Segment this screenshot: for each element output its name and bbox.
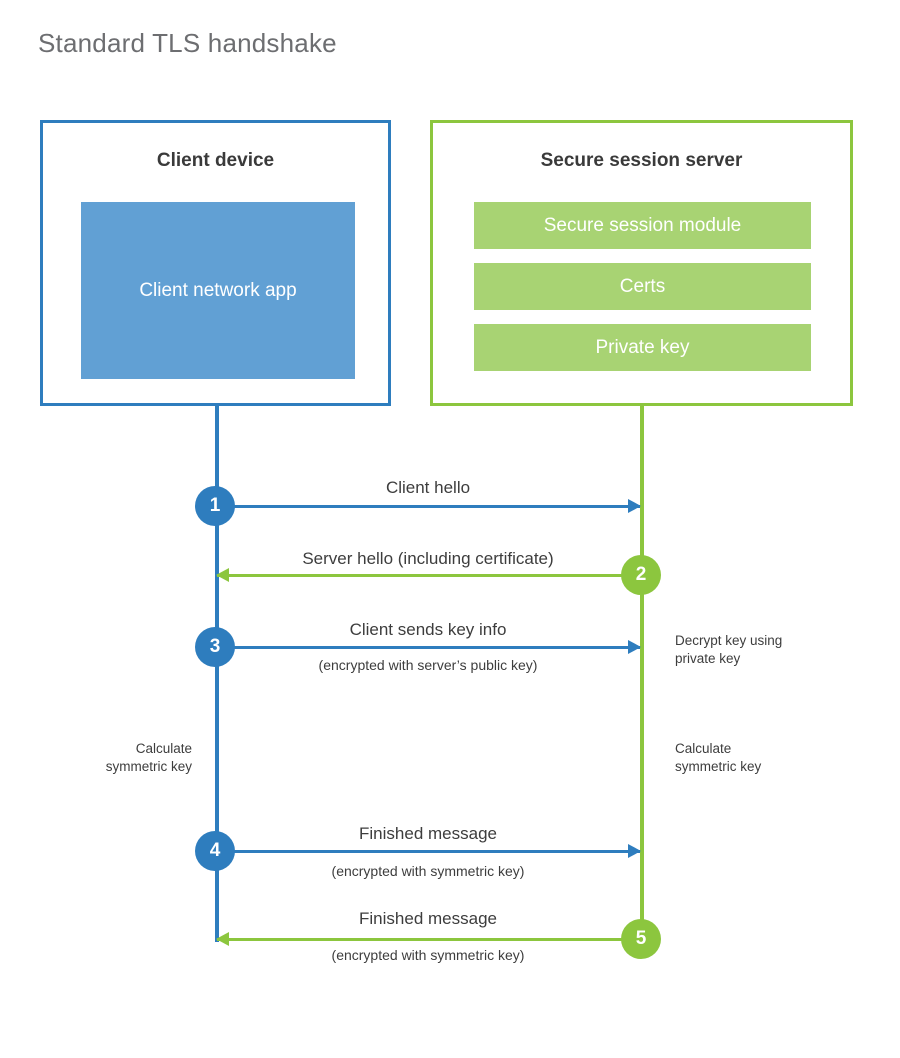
step-5-marker[interactable]: 5 xyxy=(621,919,661,959)
server-component-secure-session-module: Secure session module xyxy=(474,202,811,249)
step-1-marker[interactable]: 1 xyxy=(195,486,235,526)
note-client-calculate-symmetric-key: Calculate symmetric key xyxy=(0,740,192,776)
step-4-sublabel: (encrypted with symmetric key) xyxy=(331,863,525,879)
arrow-head-icon xyxy=(216,568,229,582)
step-3-sublabel: (encrypted with server’s public key) xyxy=(318,657,538,673)
note-decrypt-key-line-1: Decrypt key using xyxy=(675,633,783,648)
note-decrypt-key-line-2: private key xyxy=(675,651,741,667)
client-network-app-block: Client network app xyxy=(81,202,355,379)
step-4-arrow xyxy=(217,844,641,858)
step-2-marker[interactable]: 2 xyxy=(621,555,661,595)
arrow-head-icon xyxy=(216,932,229,946)
page-title: Standard TLS handshake xyxy=(38,28,337,58)
note-client-calculate-line-2: symmetric key xyxy=(105,759,192,775)
secure-session-server-box: Secure session server Secure session mod… xyxy=(430,120,853,406)
client-lifeline xyxy=(215,406,219,942)
step-3-marker[interactable]: 3 xyxy=(195,627,235,667)
step-3-arrow xyxy=(217,640,641,654)
step-5-sublabel: (encrypted with symmetric key) xyxy=(331,947,525,963)
arrow-head-icon xyxy=(628,844,641,858)
note-decrypt-key: Decrypt key using private key xyxy=(675,632,782,668)
server-component-private-key: Private key xyxy=(474,324,811,371)
server-component-certs: Certs xyxy=(474,263,811,310)
note-client-calculate-line-1: Calculate xyxy=(135,741,192,756)
client-device-box: Client device Client network app xyxy=(40,120,391,406)
note-server-calculate-line-2: symmetric key xyxy=(675,759,762,775)
step-1-arrow xyxy=(217,499,641,513)
step-2-arrow xyxy=(216,568,641,582)
step-5-label: Finished message xyxy=(359,909,497,928)
note-server-calculate-line-1: Calculate xyxy=(675,741,732,756)
step-2-label: Server hello (including certificate) xyxy=(302,549,554,568)
step-1-label: Client hello xyxy=(385,478,471,497)
server-lifeline xyxy=(640,406,644,940)
step-5-arrow xyxy=(216,932,641,946)
secure-session-server-title: Secure session server xyxy=(540,150,743,171)
step-4-marker[interactable]: 4 xyxy=(195,831,235,871)
step-4-label: Finished message xyxy=(359,824,497,843)
step-3-label: Client sends key info xyxy=(349,620,507,639)
arrow-head-icon xyxy=(628,640,641,654)
note-server-calculate-symmetric-key: Calculate symmetric key xyxy=(675,740,761,776)
arrow-head-icon xyxy=(628,499,641,513)
client-device-title: Client device xyxy=(156,150,275,171)
